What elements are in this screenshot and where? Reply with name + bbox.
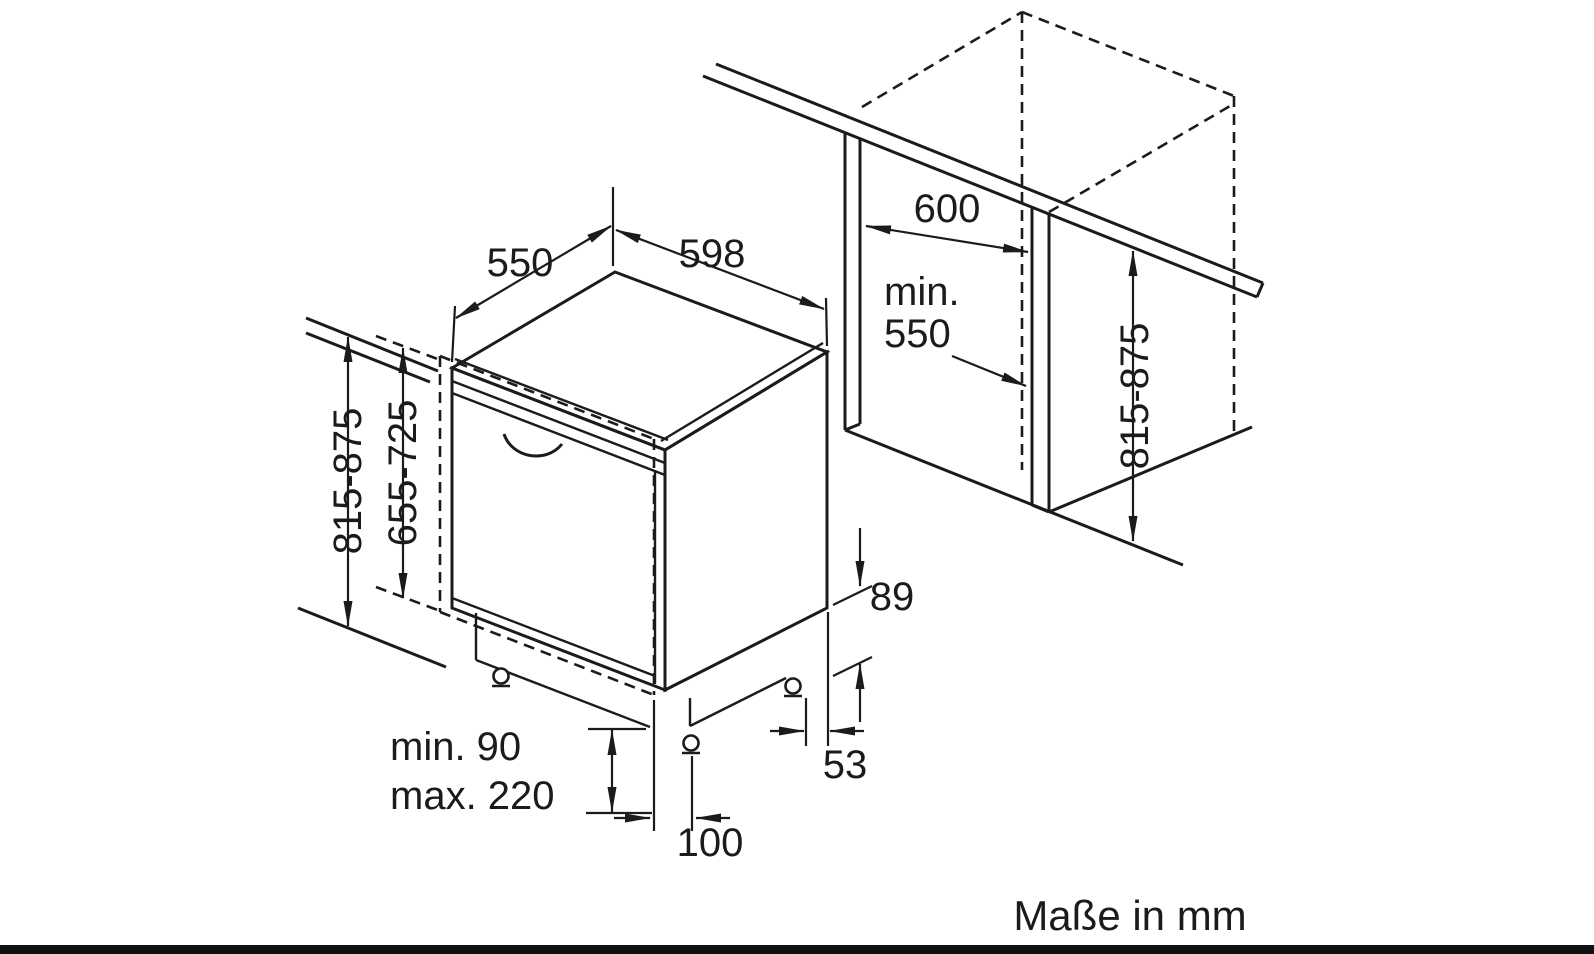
dim-label-53: 53: [823, 743, 868, 787]
dim-label-550: 550: [884, 312, 951, 356]
dim-niche-depth-min550: min. 550: [884, 270, 1027, 388]
door-handle-recess: [502, 433, 564, 458]
dishwasher-front-face: [450, 365, 667, 693]
dim-line: [455, 225, 612, 319]
dim-label-depth: 550: [487, 241, 554, 285]
front-right-foot: [682, 734, 700, 752]
door-height-ext-top: [375, 334, 444, 363]
dim-label-height-left: 815-875: [326, 408, 370, 555]
dashed-top-right-edge: [1048, 104, 1231, 214]
dimensions: 550 598 600 min. 550 815-875 655-725 815…: [326, 187, 1157, 865]
dim-label-plinth-min: min. 90: [390, 725, 521, 769]
caption-units: Maße in mm: [1013, 892, 1246, 939]
ext-line: [832, 585, 873, 606]
leader-arrow: [951, 354, 1027, 388]
ext-line: [824, 297, 829, 347]
dim-door-height-655-725: 655-725: [381, 347, 425, 599]
door-bottom-gap-line: [451, 596, 656, 678]
dim-label-89: 89: [870, 575, 915, 619]
door-height-ext-bottom: [375, 585, 444, 614]
worktop-left-bottom-line: [305, 331, 431, 384]
dim-plinth-height: min. 90 max. 220: [390, 725, 652, 818]
dim-niche-width-600: 600: [865, 187, 1029, 254]
dim-line: [865, 224, 1029, 254]
dim-label-niche-width: 600: [914, 187, 981, 231]
worktop-front-edge: [715, 62, 1264, 285]
left-reference-lines: [297, 316, 447, 669]
front-left-foot: [492, 667, 510, 685]
worktop-end-edge: [1255, 282, 1265, 298]
dim-label-door-height: 655-725: [381, 400, 425, 547]
dim-label-min: min.: [884, 270, 960, 314]
ext-line: [832, 656, 873, 677]
plinth: [474, 613, 787, 729]
ext-line: [450, 305, 457, 363]
dim-line: [615, 228, 825, 311]
floor-left-line: [297, 606, 447, 669]
niche-floor-front-edge: [844, 428, 1184, 567]
dashed-top-back-edge: [1021, 10, 1235, 98]
dim-label-width: 598: [679, 232, 746, 276]
dim-depth-550: 550: [450, 187, 615, 363]
door-top-gap-line2: [451, 391, 666, 477]
niche-hidden-volume-dashed: [861, 10, 1236, 470]
dim-foot-offset-100: 100: [614, 700, 743, 865]
niche-left-wall-bottom: [844, 422, 861, 432]
dishwasher-side-face: [663, 349, 829, 693]
top-rim-left-line: [454, 357, 669, 442]
dishwasher-top-face: [448, 270, 831, 452]
bottom-edge-bar: [0, 945, 1594, 954]
niche: [702, 10, 1265, 567]
furniture-door-bottom-edge: [439, 610, 655, 697]
dim-label-niche-height: 815-875: [1113, 323, 1157, 470]
top-rim-right-line: [660, 341, 824, 443]
worktop-left-top-line: [305, 316, 439, 373]
dim-89: 89: [832, 528, 915, 722]
rear-foot: [784, 677, 802, 695]
worktop-underside-edge: [702, 74, 1258, 299]
door-top-gap-line1: [451, 379, 666, 465]
dim-niche-height-815-875: 815-875: [1113, 250, 1157, 542]
dim-label-100: 100: [677, 821, 744, 865]
dim-label-plinth-max: max. 220: [390, 774, 555, 818]
plinth-side-bottom-edge: [689, 676, 787, 728]
adjustable-feet: [492, 667, 802, 755]
dishwasher: [448, 270, 831, 755]
dim-53: 53: [770, 612, 867, 787]
dim-height-left-815-875: 815-875: [326, 336, 370, 627]
furniture-door-top-edge: [439, 354, 655, 441]
dim-width-598: 598: [615, 228, 829, 347]
furniture-door-dashed: [375, 334, 656, 697]
dashed-top-left-edge: [861, 10, 1023, 109]
niche-floor-side-edge: [1048, 425, 1253, 514]
